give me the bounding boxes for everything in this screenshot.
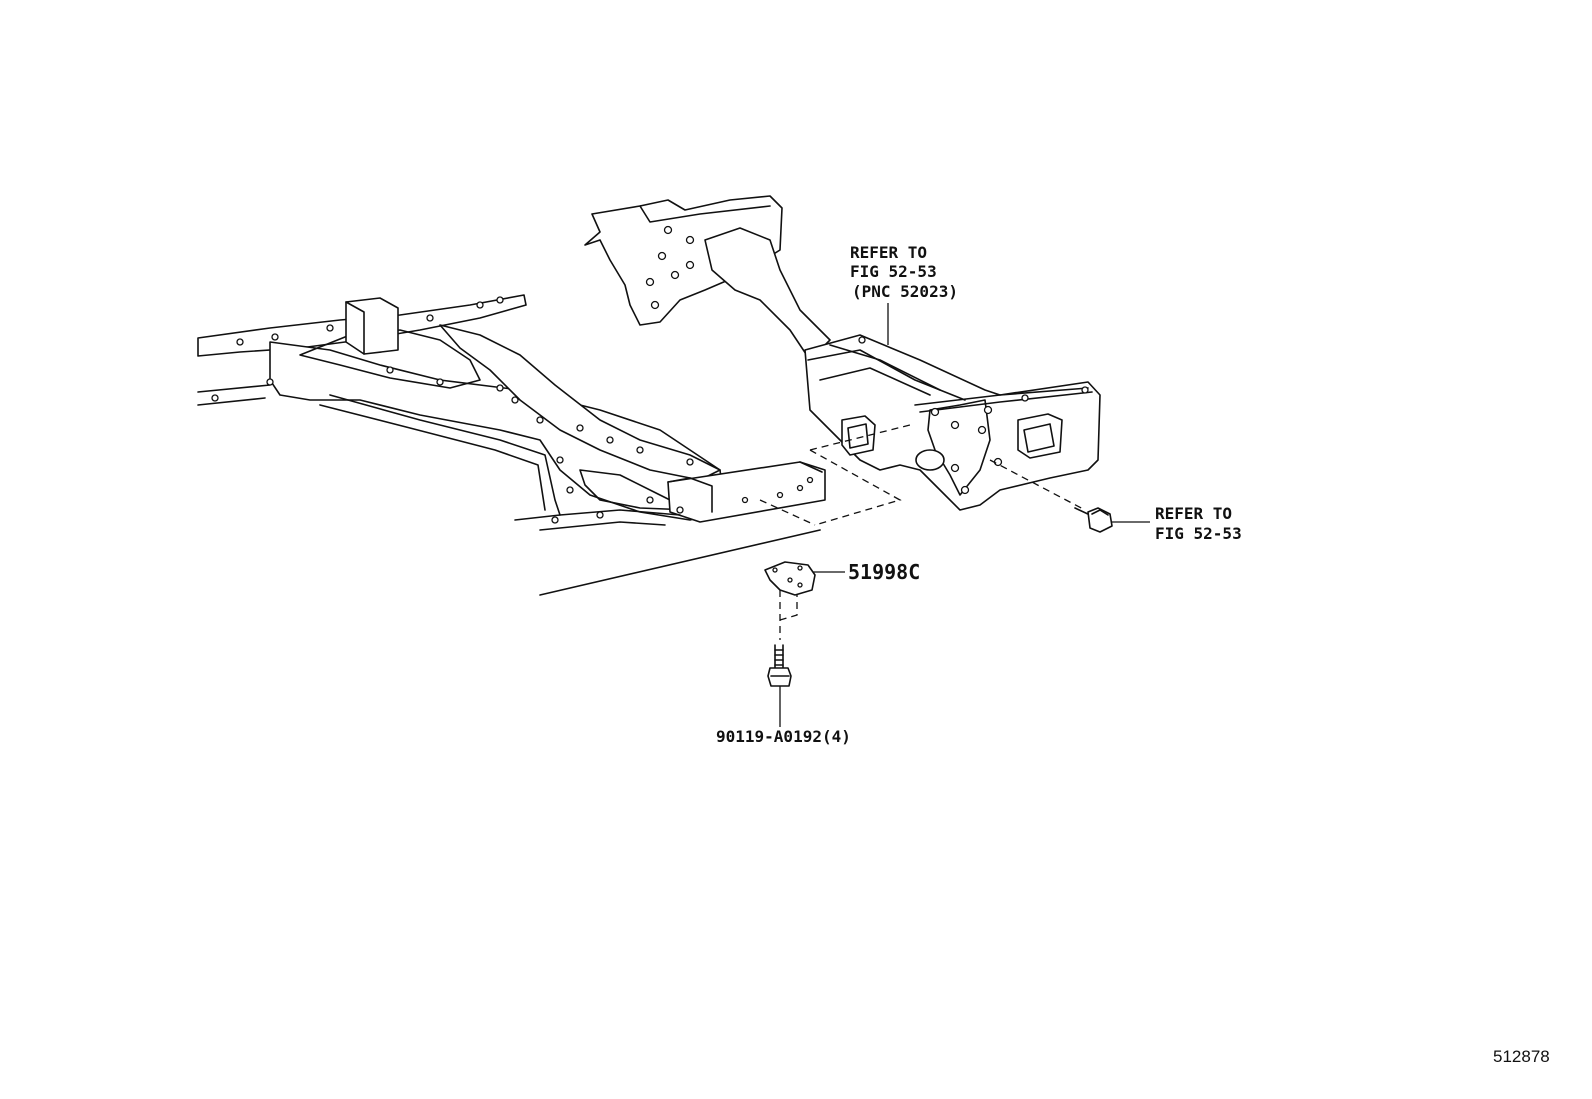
leader-lines xyxy=(779,303,1150,727)
bolt-part-number: 90119-A0192(4) xyxy=(716,727,851,746)
refer-top-line1: REFER TO xyxy=(850,243,927,262)
rear-crossmember xyxy=(584,195,1101,511)
refer-right-line1: REFER TO xyxy=(1155,504,1232,523)
refer-top-line2: FIG 52-53 xyxy=(850,262,937,281)
figure-id: 512878 xyxy=(1493,1047,1550,1066)
bracket-51998c-icon xyxy=(764,561,816,596)
hitch-holes xyxy=(858,336,1089,495)
bracket-part-number: 51998C xyxy=(848,560,920,584)
hitch-bolt-icon xyxy=(1074,507,1113,533)
refer-top-line3: (PNC 52023) xyxy=(852,282,958,301)
frame-assembly xyxy=(197,294,826,596)
frame-holes xyxy=(211,296,814,524)
stud-bolt-icon xyxy=(767,644,792,687)
refer-right-line2: FIG 52-53 xyxy=(1155,524,1242,543)
bracket-holes xyxy=(645,225,695,310)
assembly-dashed-lines xyxy=(759,424,1086,640)
